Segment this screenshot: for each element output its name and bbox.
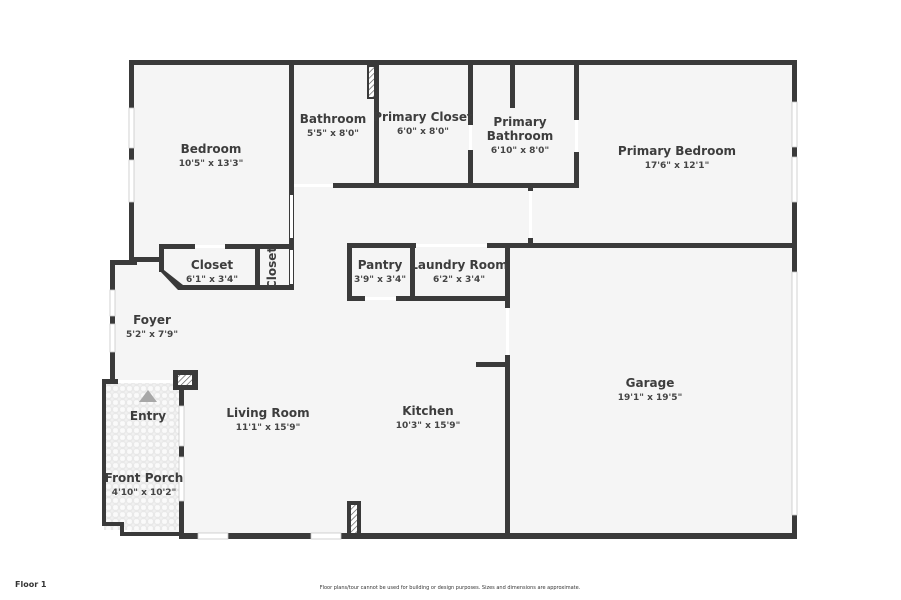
floor-label: Floor 1 bbox=[15, 580, 47, 589]
room-dimensions: 6'10" x 8'0" bbox=[490, 145, 550, 156]
entry-arrow-icon bbox=[139, 390, 157, 402]
room-kitchen: Kitchen 10'3" x 15'9" bbox=[395, 403, 461, 431]
room-closet-small: Closet bbox=[265, 246, 280, 290]
room-name: Garage bbox=[625, 375, 675, 390]
room-name: Foyer bbox=[133, 312, 171, 327]
room-dimensions: 5'5" x 8'0" bbox=[306, 128, 359, 139]
room-dimensions: 3'9" x 3'4" bbox=[353, 274, 407, 285]
room-name: Front Porch bbox=[104, 470, 184, 485]
room-bathroom: Bathroom 5'5" x 8'0" bbox=[299, 111, 367, 139]
room-dimensions: 4'10" x 10'2" bbox=[111, 487, 177, 498]
room-pantry: Pantry 3'9" x 3'4" bbox=[353, 257, 407, 285]
room-name: Primary Bedroom bbox=[617, 143, 737, 158]
room-dimensions: 19'1" x 19'5" bbox=[617, 392, 683, 403]
room-name: Living Room bbox=[226, 405, 310, 420]
room-dimensions: 6'2" x 3'4" bbox=[432, 274, 486, 285]
room-dimensions: 10'3" x 15'9" bbox=[395, 420, 461, 431]
room-laundry-room: Laundry Room 6'2" x 3'4" bbox=[410, 257, 508, 285]
room-dimensions: 10'5" x 13'3" bbox=[178, 158, 244, 169]
room-name: Entry bbox=[129, 409, 167, 424]
room-front-porch: Front Porch 4'10" x 10'2" bbox=[104, 470, 184, 498]
room-name: Primary Closet bbox=[373, 109, 473, 124]
room-foyer: Foyer 5'2" x 7'9" bbox=[125, 312, 179, 340]
room-bedroom: Bedroom 10'5" x 13'3" bbox=[178, 141, 244, 169]
room-garage: Garage 19'1" x 19'5" bbox=[617, 375, 683, 403]
room-name: Laundry Room bbox=[410, 257, 508, 272]
room-entry: Entry bbox=[129, 409, 167, 424]
room-primary-bedroom: Primary Bedroom 17'6" x 12'1" bbox=[617, 143, 737, 171]
room-name: Bedroom bbox=[180, 141, 242, 156]
room-name: Closet bbox=[190, 257, 234, 272]
room-dimensions: 5'2" x 7'9" bbox=[125, 329, 179, 340]
room-closet: Closet 6'1" x 3'4" bbox=[185, 257, 239, 285]
disclaimer-text: Floor plans/tour cannot be used for buil… bbox=[319, 585, 581, 591]
room-name: Primary bbox=[493, 115, 547, 130]
room-living-room: Living Room 11'1" x 15'9" bbox=[226, 405, 310, 433]
room-name: Pantry bbox=[357, 257, 403, 272]
room-dimensions: 17'6" x 12'1" bbox=[644, 160, 710, 171]
door-openings bbox=[118, 120, 578, 383]
room-name: Closet bbox=[265, 246, 280, 290]
room-dimensions: 6'1" x 3'4" bbox=[185, 274, 239, 285]
room-dimensions: 6'0" x 8'0" bbox=[396, 126, 449, 137]
room-name: Kitchen bbox=[402, 403, 454, 418]
room-dimensions: 11'1" x 15'9" bbox=[235, 422, 301, 433]
windows bbox=[109, 101, 798, 540]
room-name-line2: Bathroom bbox=[486, 128, 554, 143]
room-primary-closet: Primary Closet 6'0" x 8'0" bbox=[373, 109, 473, 137]
room-name: Bathroom bbox=[299, 111, 367, 126]
front-porch-tiles bbox=[104, 380, 182, 530]
interior-walls bbox=[132, 60, 797, 539]
room-primary-bathroom: Primary Bathroom 6'10" x 8'0" bbox=[486, 115, 554, 156]
